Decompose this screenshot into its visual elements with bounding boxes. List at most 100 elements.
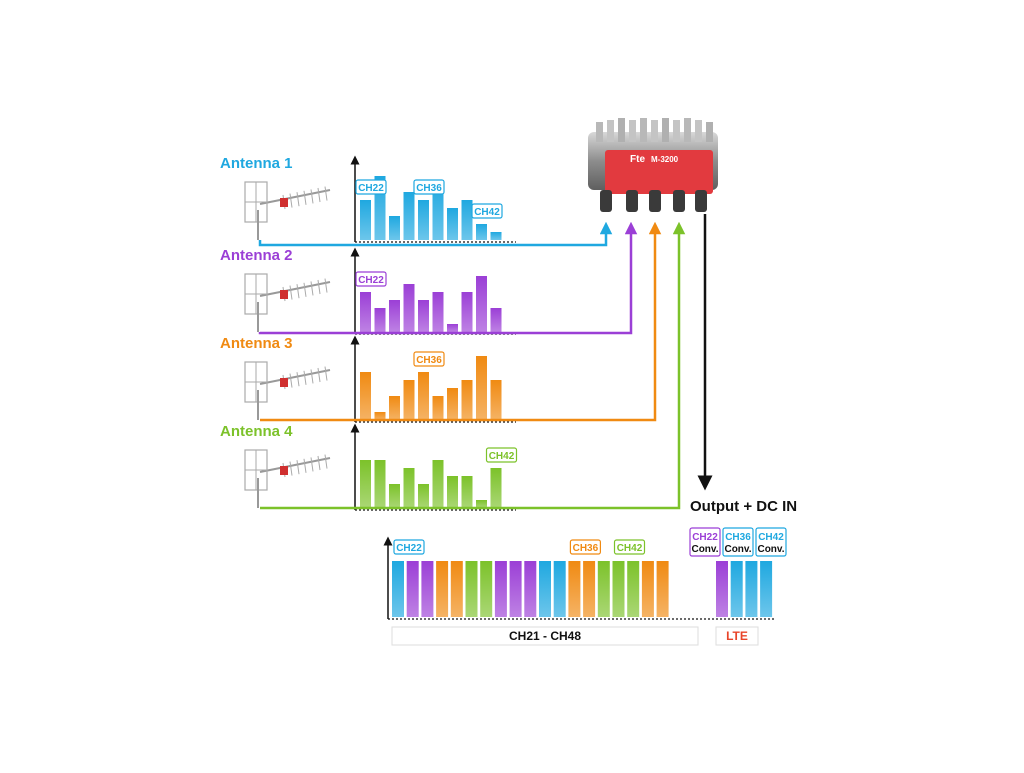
channel-bar	[490, 232, 502, 240]
lte-label-box: LTE	[715, 626, 759, 646]
channel-bar	[418, 372, 429, 420]
spectrum-bar	[612, 561, 625, 617]
signal-line	[260, 221, 686, 510]
channel-bar	[418, 200, 429, 240]
amplifier-model: M-3200	[651, 155, 679, 164]
spectrum-bar	[641, 561, 654, 617]
converted-label: Conv.	[757, 544, 784, 555]
converted-label: Conv.	[691, 544, 718, 555]
lte-bar	[760, 561, 773, 617]
spectrum-bar	[583, 561, 596, 617]
channel-bar	[360, 292, 371, 332]
channel-tag-label: CH42	[474, 207, 500, 218]
spectrum-bar	[421, 561, 434, 617]
antenna-icon	[244, 181, 331, 240]
amplifier-brand: Fte	[630, 154, 645, 165]
antenna-icon	[244, 361, 331, 420]
spectrum-channel-tag-label: CH22	[396, 543, 422, 554]
spectrum-axes	[350, 335, 516, 423]
spectrum-axes	[350, 423, 516, 511]
range-label-box: CH21 - CH48	[391, 626, 699, 646]
channel-tag: CH42	[485, 447, 518, 463]
lte-bar	[730, 561, 743, 617]
channel-bar	[490, 308, 502, 332]
spectrum-axes	[350, 155, 516, 243]
channel-bar	[461, 476, 473, 508]
channel-bar	[403, 380, 415, 420]
channel-tag: CH22	[355, 179, 387, 195]
channel-bar	[476, 356, 487, 420]
channel-bar	[447, 208, 458, 240]
channel-bar	[403, 192, 415, 240]
channel-tag: CH42	[471, 203, 503, 219]
channel-bar	[389, 216, 400, 240]
spectrum-bar	[494, 561, 507, 617]
channel-bar	[360, 460, 371, 508]
channel-bar	[432, 396, 444, 420]
antenna-label: Antenna 2	[220, 247, 293, 264]
channel-bar	[432, 292, 444, 332]
lte-label: LTE	[726, 629, 748, 643]
spectrum-bar	[553, 561, 566, 617]
spectrum-bar	[627, 561, 640, 617]
channel-bar	[447, 388, 458, 420]
channel-tag-label: CH22	[358, 275, 384, 286]
antenna-label: Antenna 4	[220, 423, 293, 440]
channel-bar	[490, 380, 502, 420]
channel-bar	[461, 200, 473, 240]
channel-bar	[360, 200, 371, 240]
antenna-icon	[244, 273, 331, 332]
antenna-row-2: Antenna 2 CH22	[220, 221, 638, 335]
spectrum-bar	[450, 561, 463, 617]
amplifier-front-panel	[605, 150, 713, 194]
spectrum-channel-tag-label: CH36	[573, 543, 599, 554]
channel-bars	[360, 176, 502, 240]
channel-bar	[374, 176, 386, 240]
channel-bars	[360, 276, 502, 332]
converted-channel-label: CH22	[692, 532, 718, 543]
heatsink-fins	[596, 118, 713, 142]
spectrum-bar	[656, 561, 669, 617]
signal-line	[258, 221, 613, 247]
spectrum-bar	[480, 561, 493, 617]
channel-tag: CH36	[413, 179, 445, 195]
signal-line	[260, 221, 662, 422]
antenna-label: Antenna 1	[220, 155, 293, 172]
antenna-icon	[244, 449, 331, 508]
spectrum-channel-tag: CH42	[613, 539, 646, 555]
lte-bar	[745, 561, 758, 617]
channel-bar	[447, 476, 458, 508]
channel-tag-label: CH22	[358, 183, 384, 194]
channel-bar	[389, 484, 400, 508]
spectrum-bar	[392, 561, 404, 617]
channel-bar	[389, 396, 400, 420]
spectrum-bar	[509, 561, 522, 617]
channel-tag-label: CH36	[416, 183, 442, 194]
converted-label: Conv.	[724, 544, 751, 555]
spectrum-bar	[524, 561, 537, 617]
channel-tag: CH22	[355, 271, 387, 287]
channel-bar	[476, 224, 487, 240]
channel-bar	[447, 324, 458, 332]
signal-line	[258, 221, 638, 335]
antenna-label: Antenna 3	[220, 335, 293, 352]
channel-bar	[418, 484, 429, 508]
channel-bar	[374, 460, 386, 508]
amplifier-connectors	[600, 190, 707, 212]
spectrum-channel-tag: CH36	[569, 539, 602, 555]
channel-bar	[476, 276, 487, 332]
converted-channel-label: CH36	[725, 532, 751, 543]
channel-bar	[374, 308, 386, 332]
channel-bar	[374, 412, 386, 420]
channel-bar	[418, 300, 429, 332]
channel-bar	[461, 292, 473, 332]
spectrum-bar	[436, 561, 449, 617]
channel-tag-label: CH42	[489, 451, 515, 462]
channel-bar	[403, 468, 415, 508]
channel-bars	[360, 356, 502, 420]
